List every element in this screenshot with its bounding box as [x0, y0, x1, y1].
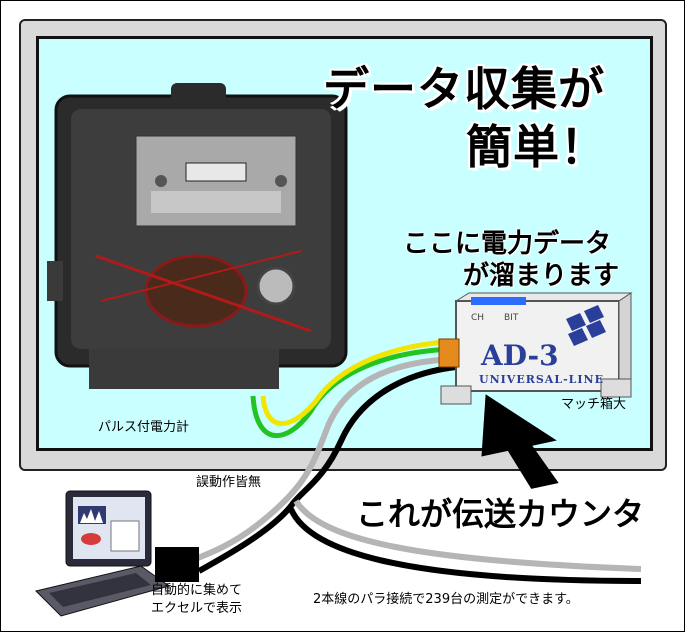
pc-label-line1: 自動的に集めて	[151, 583, 243, 598]
meter-label: パルス付電力計	[98, 420, 190, 435]
meter-icon	[47, 83, 348, 389]
device-note-line2: が溜まります	[463, 261, 620, 291]
device-logo-icon	[566, 305, 606, 346]
wire-black-to-pc	[197, 364, 457, 574]
device-note-line1: ここに電力データ	[403, 229, 612, 259]
device-model: AD-3	[481, 339, 559, 372]
wire-green	[250, 346, 457, 438]
wire-gray-out	[293, 499, 642, 572]
wire-yellow	[260, 338, 457, 427]
transmission-counter-label: これが伝送カウンタ	[356, 495, 645, 533]
wire-gray-to-pc	[189, 356, 457, 564]
device-brand: UNIVERSAL-LINE	[479, 373, 604, 386]
headline-line2: 簡単！	[466, 120, 607, 174]
laptop-icon	[35, 490, 199, 617]
wiring-note: 2本線のパラ接続で239台の測定ができます。	[313, 592, 579, 607]
wire-black-out	[288, 507, 642, 584]
ad3-device-icon	[438, 292, 633, 405]
no-error-label: 誤動作皆無	[196, 475, 262, 490]
pc-label-line2: エクセルで表示	[151, 601, 243, 616]
headline-line1: データ収集が	[323, 62, 605, 116]
device-ch-label: CH	[471, 313, 485, 323]
device-size-label: マッチ箱大	[561, 397, 627, 412]
arrow-up-icon	[481, 394, 559, 489]
device-bit-label: BIT	[504, 313, 519, 323]
